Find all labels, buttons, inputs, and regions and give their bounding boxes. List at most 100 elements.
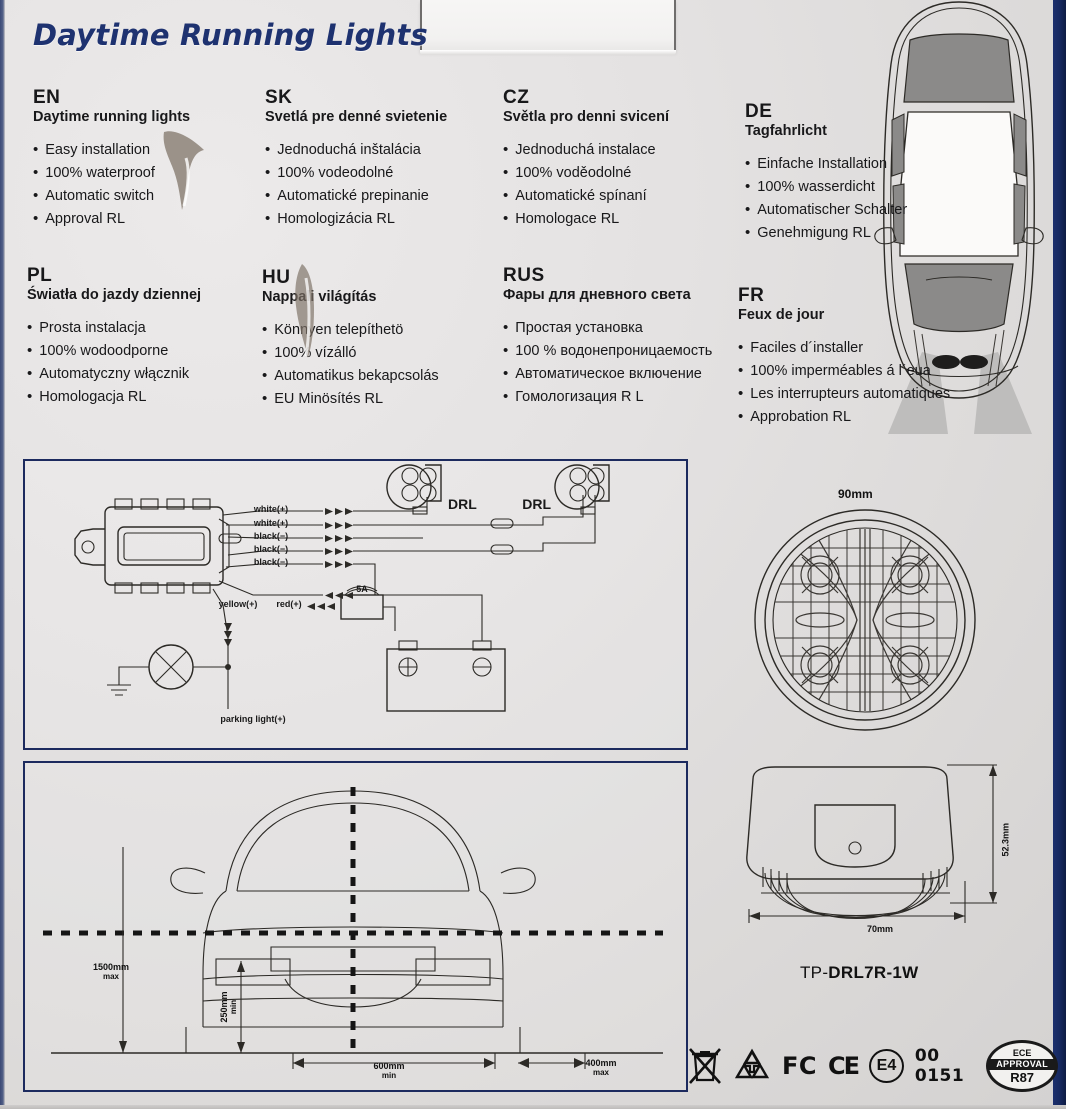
wire-label-black2: black(−) xyxy=(254,544,288,554)
list-item: Prosta instalacja xyxy=(27,317,201,340)
list-item: 100% waterproof xyxy=(33,162,190,185)
list-item: Automatischer Schalter xyxy=(745,199,907,222)
list-item: Automatické spínaní xyxy=(503,185,669,208)
list-item: Faciles d´installer xyxy=(738,337,950,360)
list-item: 100% vízálló xyxy=(262,342,439,365)
lamp-housing-dimension-drawing xyxy=(746,764,997,923)
list-item: 100% voděodolné xyxy=(503,162,669,185)
bullet-connector-icon xyxy=(218,518,514,555)
list-item: Jednoduchá instalace xyxy=(503,139,669,162)
list-item: Genehmigung RL xyxy=(745,222,907,245)
lang-code: PL xyxy=(27,265,53,286)
fuse-label: 5A xyxy=(356,584,368,594)
fcc-mark: FC xyxy=(782,1052,818,1080)
paper-tear-artifact-en xyxy=(163,131,204,210)
lang-code: SK xyxy=(265,87,293,108)
lang-subtitle: Daytime running lights xyxy=(33,108,191,125)
weee-crossed-bin-icon xyxy=(689,1048,721,1084)
lang-code: EN xyxy=(33,87,61,108)
lang-bullets: Jednoduchá inštalácia 100% vodeodolné Au… xyxy=(265,139,447,230)
list-item: Automatické prepinanie xyxy=(265,185,447,208)
lang-bullets: Prosta instalacja 100% wodoodporne Autom… xyxy=(27,317,201,408)
lang-block-en: EN Daytime running lights Easy installat… xyxy=(33,88,190,231)
wire-label-black1: black(−) xyxy=(254,531,288,541)
list-item: 100% imperméables á l´eua xyxy=(738,360,950,383)
ece-line2: APPROVAL xyxy=(989,1058,1055,1070)
drl-lamp-right-icon xyxy=(554,464,610,515)
list-item: Jednoduchá inštalácia xyxy=(265,139,447,162)
wire-label-parking: parking light(+) xyxy=(220,714,285,724)
list-item: Homologace RL xyxy=(503,208,669,231)
list-item: Простая установка xyxy=(503,317,712,340)
wire-label-white1: white(+) xyxy=(253,504,288,514)
list-item: EU Minösítés RL xyxy=(262,388,439,411)
lang-block-cz: CZ Světla pro denni svicení Jednoduchá i… xyxy=(503,88,669,231)
lang-subtitle: Svetlá pre denné svietenie xyxy=(265,108,448,125)
lamp-height-dimension: 52.3mm xyxy=(1000,822,1011,857)
drl-label-left: DRL xyxy=(448,496,477,512)
wire-label-black3: black(−) xyxy=(254,557,288,567)
ece-approval-badge: ECE APPROVAL R87 xyxy=(986,1040,1058,1092)
list-item: 100% wodoodporne xyxy=(27,340,201,363)
list-item: Approbation RL xyxy=(738,406,950,429)
wire-label-red: red(+) xyxy=(276,599,301,609)
list-item: Easy installation xyxy=(33,139,190,162)
dim-1500-unit: max xyxy=(103,972,120,981)
lang-bullets: Faciles d´installer 100% imperméables á … xyxy=(738,337,950,428)
recycle-icon xyxy=(734,1048,770,1079)
certification-row: FC CE E4 00 0151 ECE APPROVAL R87 xyxy=(688,1040,1058,1092)
product-code-prefix: TP- xyxy=(800,963,829,982)
page-title: Daytime Running Lights xyxy=(33,18,428,52)
dim-600-unit: min xyxy=(382,1071,396,1080)
lang-bullets: Easy installation 100% waterproof Automa… xyxy=(33,139,190,230)
list-item: Einfache Installation xyxy=(745,153,907,176)
list-item: Approval RL xyxy=(33,208,190,231)
battery-icon xyxy=(386,640,506,712)
package-bottom-edge xyxy=(0,1105,1066,1109)
dim-600-value: 600mm xyxy=(373,1061,404,1071)
ce-mark: CE xyxy=(828,1052,860,1080)
package-right-edge xyxy=(1053,0,1066,1109)
product-code-main: DRL7R-1W xyxy=(828,963,919,982)
list-item: Automatikus bekapcsolás xyxy=(262,365,438,388)
e4-mark-text: E4 xyxy=(876,1057,897,1074)
lang-bullets: Jednoduchá instalace 100% voděodolné Aut… xyxy=(503,139,669,230)
product-code: TP-DRL7R-1W xyxy=(800,963,919,983)
lang-block-rus: RUS Фары для дневного света Простая уста… xyxy=(503,266,712,409)
lang-subtitle: Tagfahrlicht xyxy=(745,122,827,139)
lang-code: DE xyxy=(745,101,773,122)
package-left-edge xyxy=(0,0,5,1109)
list-item: Automatic switch xyxy=(33,185,190,208)
lang-code: FR xyxy=(738,285,765,306)
drl-lamp-left-icon xyxy=(386,464,442,515)
dim-250-unit: min xyxy=(229,1000,238,1014)
lang-subtitle: Světla pro denni svicení xyxy=(503,108,669,125)
drl-label-right: DRL xyxy=(522,496,551,512)
list-item: 100% wasserdicht xyxy=(745,176,907,199)
list-item: Гомологизация R L xyxy=(503,386,712,409)
dim-1500-value: 1500mm xyxy=(93,962,129,972)
wire-label-white2: white(+) xyxy=(253,518,288,528)
list-item: Автоматическое включение xyxy=(503,363,712,386)
wire-label-yellow: yellow(+) xyxy=(219,599,258,609)
lamp-diameter-label: 90mm xyxy=(838,487,873,501)
list-item: Les interrupteurs automatiques xyxy=(738,383,950,406)
blank-label-sticker xyxy=(420,0,676,55)
lang-code: RUS xyxy=(503,265,545,286)
lamp-width-dimension: 70mm xyxy=(866,924,893,934)
list-item: Automatyczny włącznik xyxy=(27,363,201,386)
lang-subtitle: Фары для дневного света xyxy=(503,286,691,303)
list-item: Homologacja RL xyxy=(27,386,201,409)
list-item: 100 % водонепроницаемость xyxy=(503,340,712,363)
dim-400-value: 400mm xyxy=(585,1058,616,1068)
dim-250-value: 250mm xyxy=(219,991,229,1022)
list-item: Homologizácia RL xyxy=(265,208,447,231)
car-front-view-diagram: 1500mm max 600mm min 400mm max 250mm min xyxy=(43,787,663,1080)
language-blocks: EN Daytime running lights Easy installat… xyxy=(0,80,1040,430)
lang-code: HU xyxy=(262,267,291,288)
lang-code: CZ xyxy=(503,87,530,108)
dim-400-unit: max xyxy=(593,1068,610,1077)
list-item: 100% vodeodolné xyxy=(265,162,447,185)
lang-bullets: Einfache Installation 100% wasserdicht A… xyxy=(745,153,907,244)
lamp-face-drawing xyxy=(754,509,976,731)
